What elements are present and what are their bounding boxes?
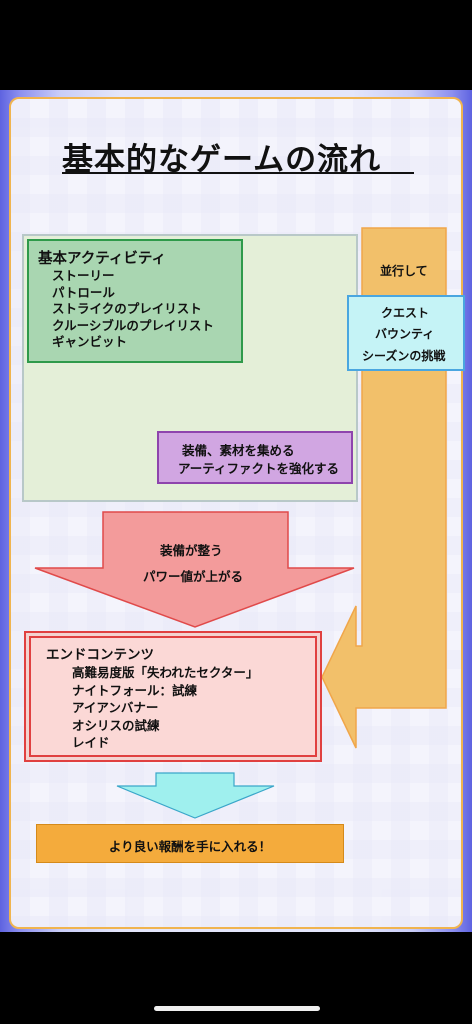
list-item: 高難易度版「失われたセクター」 bbox=[72, 665, 259, 680]
list-item: ストーリー bbox=[52, 268, 115, 283]
list-item: クルーシブルのプレイリスト bbox=[52, 317, 214, 333]
parallel-item: バウンティ bbox=[375, 327, 435, 341]
gear-line: アーティファクトを強化する bbox=[178, 461, 340, 476]
list-item: オシリスの試練 bbox=[72, 717, 160, 733]
list-item: アイアンバナー bbox=[72, 700, 159, 715]
parallel-label: 並行して bbox=[380, 264, 428, 278]
reward-arrow bbox=[116, 772, 275, 819]
end-content-list: 高難易度版「失われたセクター」 ナイトフォール：試練 アイアンバナー オシリスの… bbox=[72, 664, 258, 752]
growth-line: 装備が整う bbox=[160, 543, 223, 558]
home-indicator[interactable] bbox=[154, 1006, 320, 1011]
list-item: ナイトフォール：試練 bbox=[72, 682, 198, 698]
end-content-heading: エンドコンテンツ bbox=[46, 647, 154, 663]
growth-arrow bbox=[34, 511, 355, 628]
basic-activities-list: ストーリー パトロール ストライクのプレイリスト クルーシブルのプレイリスト ギ… bbox=[52, 268, 214, 351]
parallel-item: クエスト bbox=[381, 306, 430, 320]
list-item: レイド bbox=[72, 735, 110, 750]
reward-box: より良い報酬を手に入れる！ bbox=[36, 824, 344, 863]
list-item: ストライクのプレイリスト bbox=[52, 301, 202, 316]
reward-text: より良い報酬を手に入れる！ bbox=[108, 839, 272, 854]
end-content-box bbox=[29, 636, 317, 757]
list-item: パトロール bbox=[52, 284, 115, 300]
parallel-item: シーズンの挑戦 bbox=[362, 349, 446, 363]
list-item: ギャンビット bbox=[52, 334, 128, 349]
gear-line: 装備、素材を集める bbox=[182, 443, 295, 458]
basic-activities-box bbox=[27, 239, 243, 363]
growth-line: パワー値が上がる bbox=[143, 569, 244, 584]
gear-box bbox=[157, 431, 353, 484]
parallel-box bbox=[347, 295, 465, 371]
basic-activities-heading: 基本アクティビティ bbox=[38, 251, 167, 267]
title-underline bbox=[62, 172, 414, 174]
